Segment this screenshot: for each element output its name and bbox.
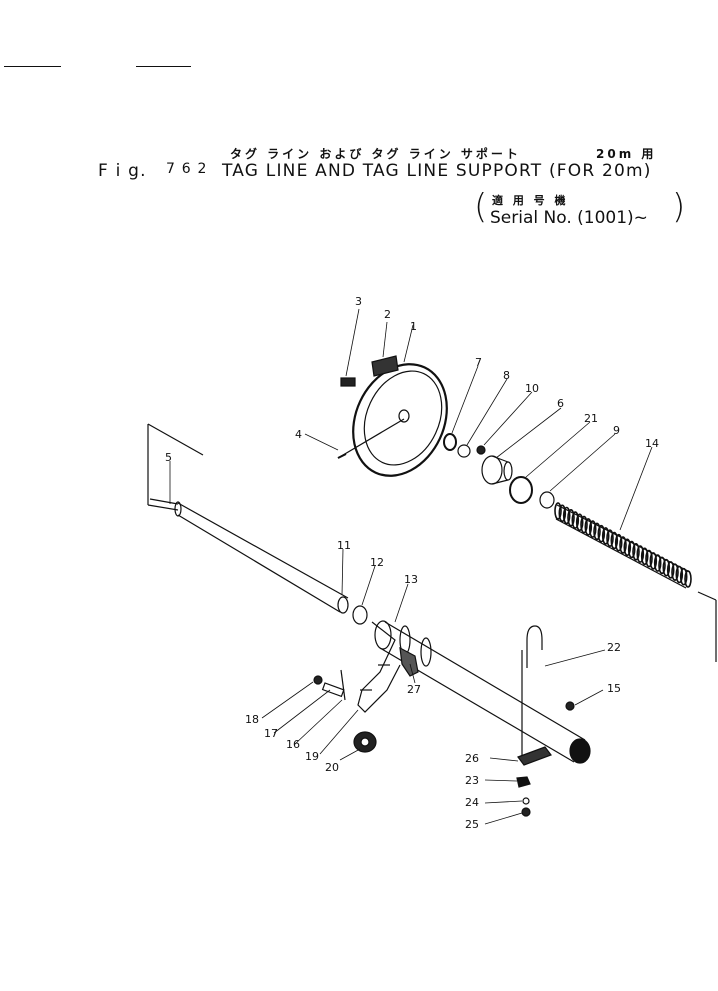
- serial-bracket-open: (: [474, 187, 488, 227]
- callout-10: 10: [525, 382, 539, 395]
- spring-coil-turn: [645, 549, 653, 568]
- callout-13: 13: [404, 573, 418, 586]
- callout-19: 19: [305, 750, 319, 763]
- callout-27: 27: [407, 683, 421, 696]
- spring-coil-turn: [636, 545, 645, 563]
- left-frame-lines: [147, 423, 204, 505]
- spring-coil-turn: [640, 547, 649, 566]
- fig-number: 7 6 2: [166, 161, 208, 177]
- ring-9: [539, 491, 555, 509]
- callout-17: 17: [264, 727, 278, 740]
- spring-coil-turn: [675, 565, 684, 584]
- spring-coil-turns: [554, 502, 692, 588]
- spring-coil-turn: [627, 540, 636, 559]
- spring-coil-turn: [671, 563, 679, 582]
- spring-coil-turn: [597, 524, 606, 543]
- callout-11: 11: [337, 539, 351, 552]
- header-rule-right: [136, 66, 191, 67]
- clip-23: [516, 776, 531, 788]
- serial-bracket-close: ): [672, 187, 686, 227]
- hub-6: [481, 455, 513, 485]
- washer-8: [457, 444, 471, 458]
- header-rule-left: [4, 66, 61, 67]
- spring-coil-turn: [666, 561, 675, 579]
- japanese-title: タグ ライン および タグ ライン サポート: [230, 147, 521, 161]
- callout-9: 9: [613, 424, 620, 437]
- spring-coil-turn: [684, 570, 692, 588]
- leader-lines: [169, 308, 653, 825]
- spring-coil-turn: [575, 513, 584, 532]
- callout-21: 21: [584, 412, 598, 425]
- block-26: [517, 746, 552, 766]
- spring-coil-turn: [632, 542, 640, 561]
- english-title: TAG LINE AND TAG LINE SUPPORT (FOR 20m): [222, 161, 652, 181]
- callout-12: 12: [370, 556, 384, 569]
- callout-8: 8: [503, 369, 510, 382]
- bracket-19: [357, 621, 401, 713]
- spring-coil-turn: [619, 536, 627, 554]
- spring-coil-turn: [558, 504, 567, 523]
- nut-25: [521, 807, 531, 817]
- japanese-suffix: 20m 用: [596, 147, 657, 161]
- callout-23: 23: [465, 774, 479, 787]
- spring-coil-turn: [567, 508, 575, 527]
- callout-15: 15: [607, 682, 621, 695]
- spring-coil-turn: [593, 522, 601, 541]
- washer-24: [522, 797, 530, 805]
- spring-coil-turn: [610, 531, 619, 550]
- spring-coil-turn: [562, 506, 571, 525]
- pulley-sheave-1: [337, 363, 448, 477]
- plate-2: [371, 355, 399, 377]
- spring-coil-turn: [580, 515, 588, 534]
- nut-10: [476, 445, 486, 455]
- callout-25: 25: [465, 818, 479, 831]
- callout-20: 20: [325, 761, 339, 774]
- pin-4: [337, 453, 347, 459]
- spring-coil-turn: [662, 558, 671, 577]
- spring-coil-turn: [584, 518, 593, 536]
- callout-5: 5: [165, 451, 172, 464]
- serial-number: Serial No. (1001)~: [490, 208, 648, 228]
- bushing-12: [352, 605, 368, 625]
- callout-18: 18: [245, 713, 259, 726]
- callout-14: 14: [645, 437, 659, 450]
- upper-shaft-pipe: [147, 498, 349, 614]
- spring-coil-turn: [554, 502, 562, 520]
- part-callouts: 1 2 3 4 5 6 7 8 9 10 11 12 13 14 15 16 1…: [165, 295, 659, 831]
- spring-coil-turn: [649, 552, 658, 570]
- spring-coil-turn: [653, 554, 662, 572]
- spring-coil-turn: [588, 520, 597, 538]
- fig-label: F i g.: [98, 161, 147, 181]
- pin-assembly: [313, 669, 346, 701]
- callout-1: 1: [410, 320, 417, 333]
- right-frame-lines: [697, 591, 717, 662]
- gasket-21: [509, 476, 533, 504]
- roller-20: [353, 731, 377, 753]
- spring-coil-turn: [623, 538, 632, 557]
- nut-15: [565, 701, 575, 711]
- callout-26: 26: [465, 752, 479, 765]
- seal-7: [443, 433, 457, 451]
- callout-4: 4: [295, 428, 302, 441]
- u-pin-22: [521, 625, 543, 760]
- callout-16: 16: [286, 738, 300, 751]
- spring-coil-turn: [614, 533, 623, 552]
- spring-coil-turn: [658, 556, 666, 575]
- callout-2: 2: [384, 308, 391, 321]
- clip-27: [399, 646, 419, 677]
- applicable-machines-label: 適 用 号 機: [492, 194, 569, 207]
- callout-7: 7: [475, 356, 482, 369]
- callout-6: 6: [557, 397, 564, 410]
- spring-coil-turn: [571, 511, 580, 529]
- callout-22: 22: [607, 641, 621, 654]
- coil-spring-14: [555, 504, 691, 589]
- bolt-3: [340, 377, 356, 387]
- spring-coil-turn: [601, 527, 610, 545]
- callout-24: 24: [465, 796, 479, 809]
- callout-3: 3: [355, 295, 362, 308]
- spring-coil-turn: [606, 529, 614, 548]
- spring-coil-turn: [679, 567, 688, 586]
